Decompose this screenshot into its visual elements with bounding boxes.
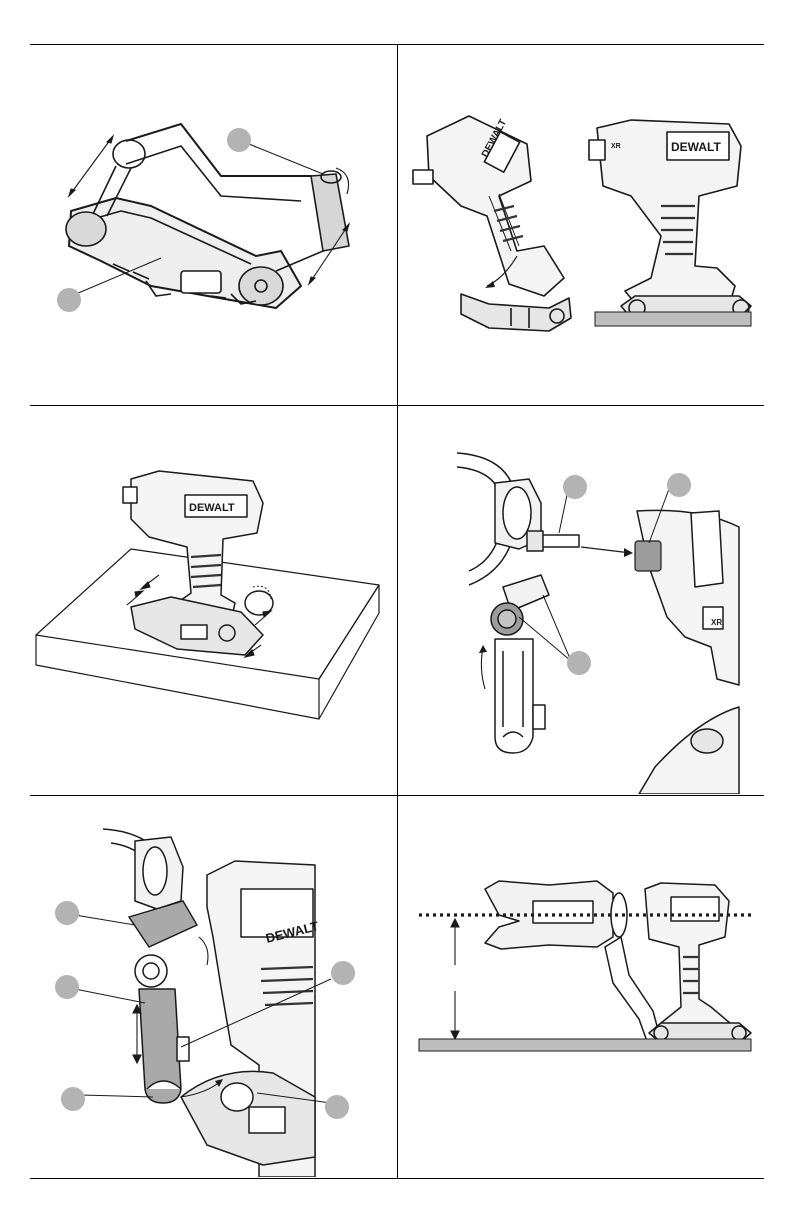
figure-bit-insertion: XR	[399, 407, 764, 794]
callout-marker	[55, 975, 79, 999]
callout-marker	[57, 288, 81, 312]
callout-marker	[61, 1087, 85, 1111]
ground-surface	[419, 1039, 751, 1051]
height-alignment-dotted-icon	[399, 797, 764, 1177]
callout-marker	[325, 1095, 349, 1119]
figure-base-frame	[31, 46, 396, 404]
callout-marker	[55, 901, 79, 925]
figure-height-alignment	[399, 797, 764, 1177]
drill-attach-to-base-icon: DEWALT DEWALT XR	[399, 46, 764, 404]
ground-surface	[595, 312, 751, 326]
callout-marker	[331, 961, 355, 985]
callout-marker	[667, 473, 691, 497]
arm-bit-insertion-icon: XR	[399, 407, 764, 794]
figure-arm-adjustment: DEWALT	[31, 797, 396, 1177]
callout-marker	[227, 128, 251, 152]
grid-center-rule	[397, 44, 398, 1178]
callout-marker	[567, 651, 591, 675]
tabletop-drill-logo: DEWALT	[189, 502, 235, 514]
figure-attach-drill: DEWALT DEWALT XR	[399, 46, 764, 404]
drill-on-base-tabletop-icon: DEWALT	[31, 407, 396, 794]
drill-logo-standing: DEWALT	[671, 140, 721, 154]
closeup-badge: XR	[711, 618, 722, 627]
stabilizer-base-frame-icon	[31, 46, 396, 404]
grid-bottom-rule	[30, 1178, 764, 1179]
drill-badge: XR	[611, 143, 621, 150]
arm-adjustment-callouts-icon: DEWALT	[31, 797, 396, 1177]
callout-marker	[563, 475, 587, 499]
figure-tabletop: DEWALT	[31, 407, 396, 794]
